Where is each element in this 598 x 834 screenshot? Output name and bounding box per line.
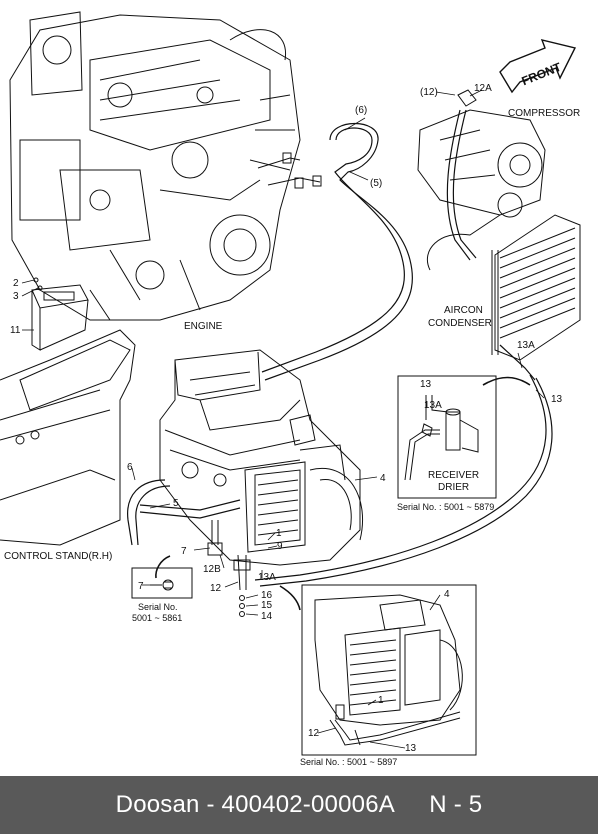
callout-1: 1 [276,528,282,539]
callout-12-top: (12) [420,87,438,98]
callout-6-top: (6) [355,105,367,116]
callout-13a-mid: 13A [258,572,276,583]
refrigerant-hoses [261,109,477,381]
left-hoses [127,479,241,546]
callout-12b: 12B [203,564,221,575]
serial-bottom: Serial No. : 5001 ~ 5897 [300,757,397,767]
inset-callout-13: 13 [420,379,432,390]
inset3-callout-1: 1 [378,695,384,706]
parts-diagram: ENGINE CONTROL STAND(R.H) COMPRESSOR FRO… [0,11,581,767]
callout-5-top: (5) [370,178,382,189]
front-arrow [499,39,577,94]
callout-14: 14 [261,611,273,622]
serial-receiver: Serial No. : 5001 ~ 5879 [397,502,494,512]
aircon-label: AIRCON [444,305,483,316]
control-stand-label: CONTROL STAND(R.H) [4,551,112,562]
callout-6: 6 [127,462,133,473]
hvac-detail-inset [301,584,477,756]
inset3-callout-13: 13 [405,743,417,754]
callout-13a-condenser: 13A [517,340,535,351]
compressor-label: COMPRESSOR [508,108,580,119]
front-label: FRONT [520,60,564,89]
condenser-illustration [491,214,581,361]
compressor-illustration [417,89,546,271]
inset-callout-13a: 13A [424,400,442,411]
footer-bar: Doosan - 400402-00006A N - 5 [0,776,598,834]
inset-callout-7: 7 [138,581,144,592]
hvac-unit-illustration [159,349,364,566]
condenser-label: CONDENSER [428,318,492,329]
callout-16: 16 [261,590,273,601]
callout-7: 7 [181,546,187,557]
footer-brand: Doosan - 400402-00006A [115,791,395,818]
callout-13-right: 13 [551,394,563,405]
callout-9: 9 [277,541,283,552]
inset3-callout-4: 4 [444,589,450,600]
serial-bolt-line2: 5001 ~ 5861 [132,613,182,623]
callout-11: 11 [10,325,21,336]
callout-5: 5 [173,498,179,509]
serial-bolt-line1: Serial No. [138,602,178,612]
receiver-drier-inset [397,375,497,499]
callout-12a-top: 12A [474,83,492,94]
engine-label: ENGINE [184,321,223,332]
callout-15: 15 [261,600,273,611]
drier-label: DRIER [438,482,469,493]
receiver-label: RECEIVER [428,470,479,481]
valve-assembly [207,520,251,617]
text-labels: ENGINE CONTROL STAND(R.H) COMPRESSOR FRO… [4,60,580,767]
arrow-connectors [155,376,531,611]
footer-gap [395,791,429,819]
callout-2: 2 [13,278,19,289]
control-stand-illustration [0,329,136,546]
callout-12: 12 [210,583,222,594]
inset3-callout-12: 12 [308,728,320,739]
liquid-hose-13 [254,344,553,587]
engine-illustration [9,11,301,321]
callout-3: 3 [13,291,19,302]
engine-fittings [257,152,322,189]
leader-lines [21,89,545,749]
switch-panel-illustration [31,277,89,351]
bolt-inset [131,567,193,599]
callout-4: 4 [380,473,386,484]
footer-page: N - 5 [429,791,483,818]
